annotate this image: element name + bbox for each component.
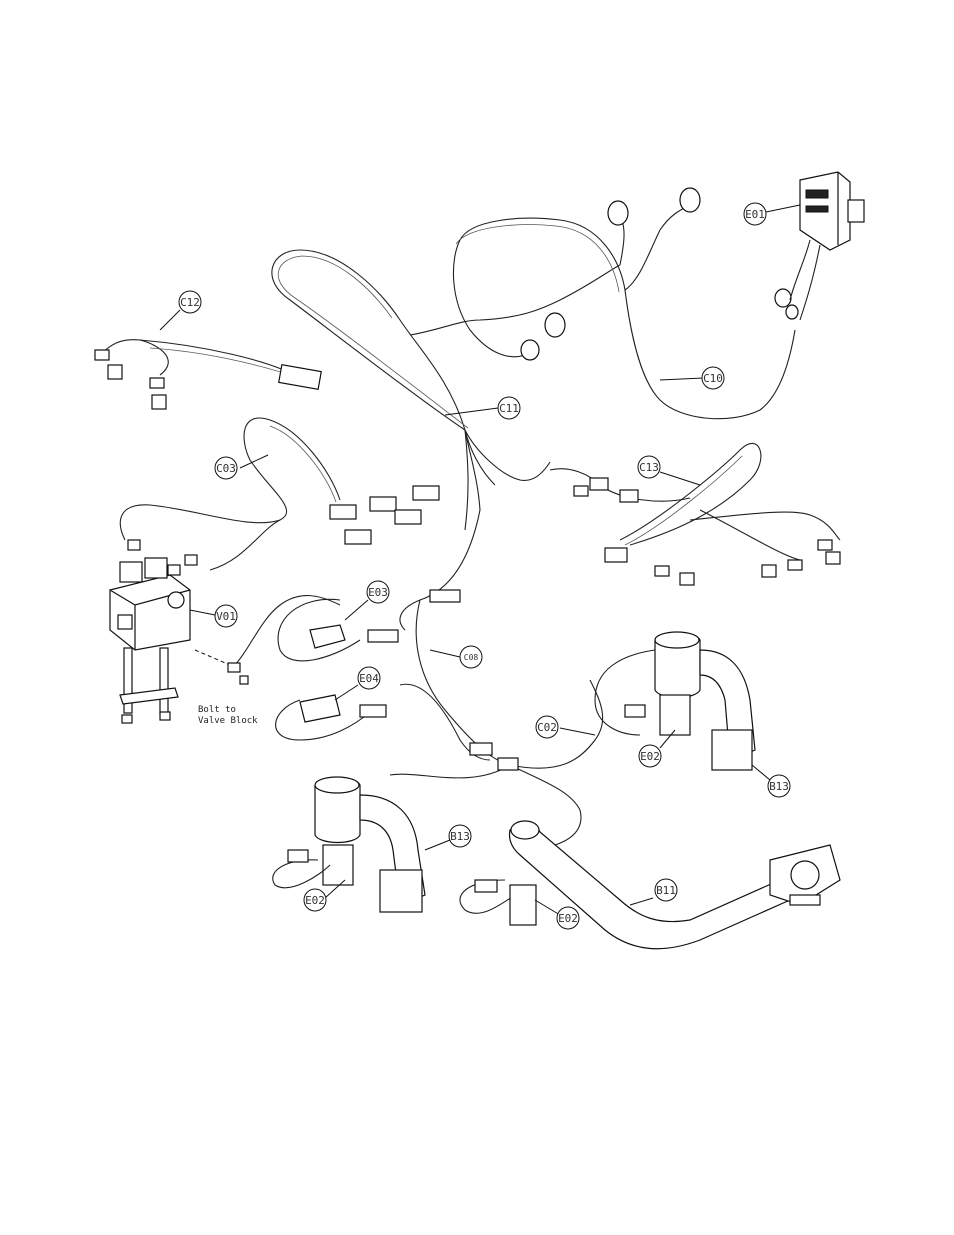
c12-harness [95,340,321,409]
callout-v01: V01 [215,605,237,627]
callout-b11: B11 [655,879,677,901]
callout-b13-left: B13 [449,825,471,847]
main-harness-c10 [410,205,795,419]
callout-e01: E01 [744,203,766,225]
callout-e02-bottom-label: E02 [558,912,578,925]
c03-harness [120,418,439,570]
callout-c02-label: C02 [537,721,557,734]
right-bracket-assembly [595,632,755,770]
callout-c13: C13 [638,456,660,478]
v01-valve-block [110,540,197,650]
callout-c10: C10 [702,367,724,389]
callout-e04-label: E04 [359,672,379,685]
callout-b11-label: B11 [656,884,676,897]
b11-tube-assembly [460,821,840,949]
callout-b13-left-label: B13 [450,830,470,843]
callout-e02-left-label: E02 [305,894,325,907]
callout-c11-label: C11 [499,402,519,415]
bolt-note: Bolt to Valve Block [198,705,258,726]
callout-e02-right-label: E02 [640,750,660,763]
left-bracket-assembly [273,777,425,912]
callout-c02: C02 [536,716,558,738]
main-harness-c11 [272,250,550,530]
bolt-note-line2: Valve Block [198,716,258,726]
e04-sensor [276,695,386,740]
callout-e03-label: E03 [368,586,388,599]
callout-e02-left: E02 [304,889,326,911]
callout-c08-label: C08 [464,653,479,662]
callout-e02-right: E02 [639,745,661,767]
callout-c11: C11 [498,397,520,419]
callout-e01-label: E01 [745,208,765,221]
callout-c13-label: C13 [639,461,659,474]
leader-lines [160,205,800,915]
callout-c03: C03 [215,457,237,479]
callout-c12-label: C12 [180,296,200,309]
c13-harness [550,443,840,585]
callout-e02-bottom: E02 [557,907,579,929]
e01-control-box [790,172,864,320]
callout-b13-right: B13 [768,775,790,797]
callout-c10-label: C10 [703,372,723,385]
bolt-note-line1: Bolt to [198,705,236,715]
callout-c03-label: C03 [216,462,236,475]
v01-mounting-bolts [120,648,178,723]
callout-e04: E04 [358,667,380,689]
callout-v01-label: V01 [216,610,236,623]
callout-c08: C08 [460,646,482,668]
callout-c12: C12 [179,291,201,313]
c08-harness [390,510,603,845]
callout-b13-right-label: B13 [769,780,789,793]
e03-sensor [278,599,398,661]
callout-e03: E03 [367,581,389,603]
